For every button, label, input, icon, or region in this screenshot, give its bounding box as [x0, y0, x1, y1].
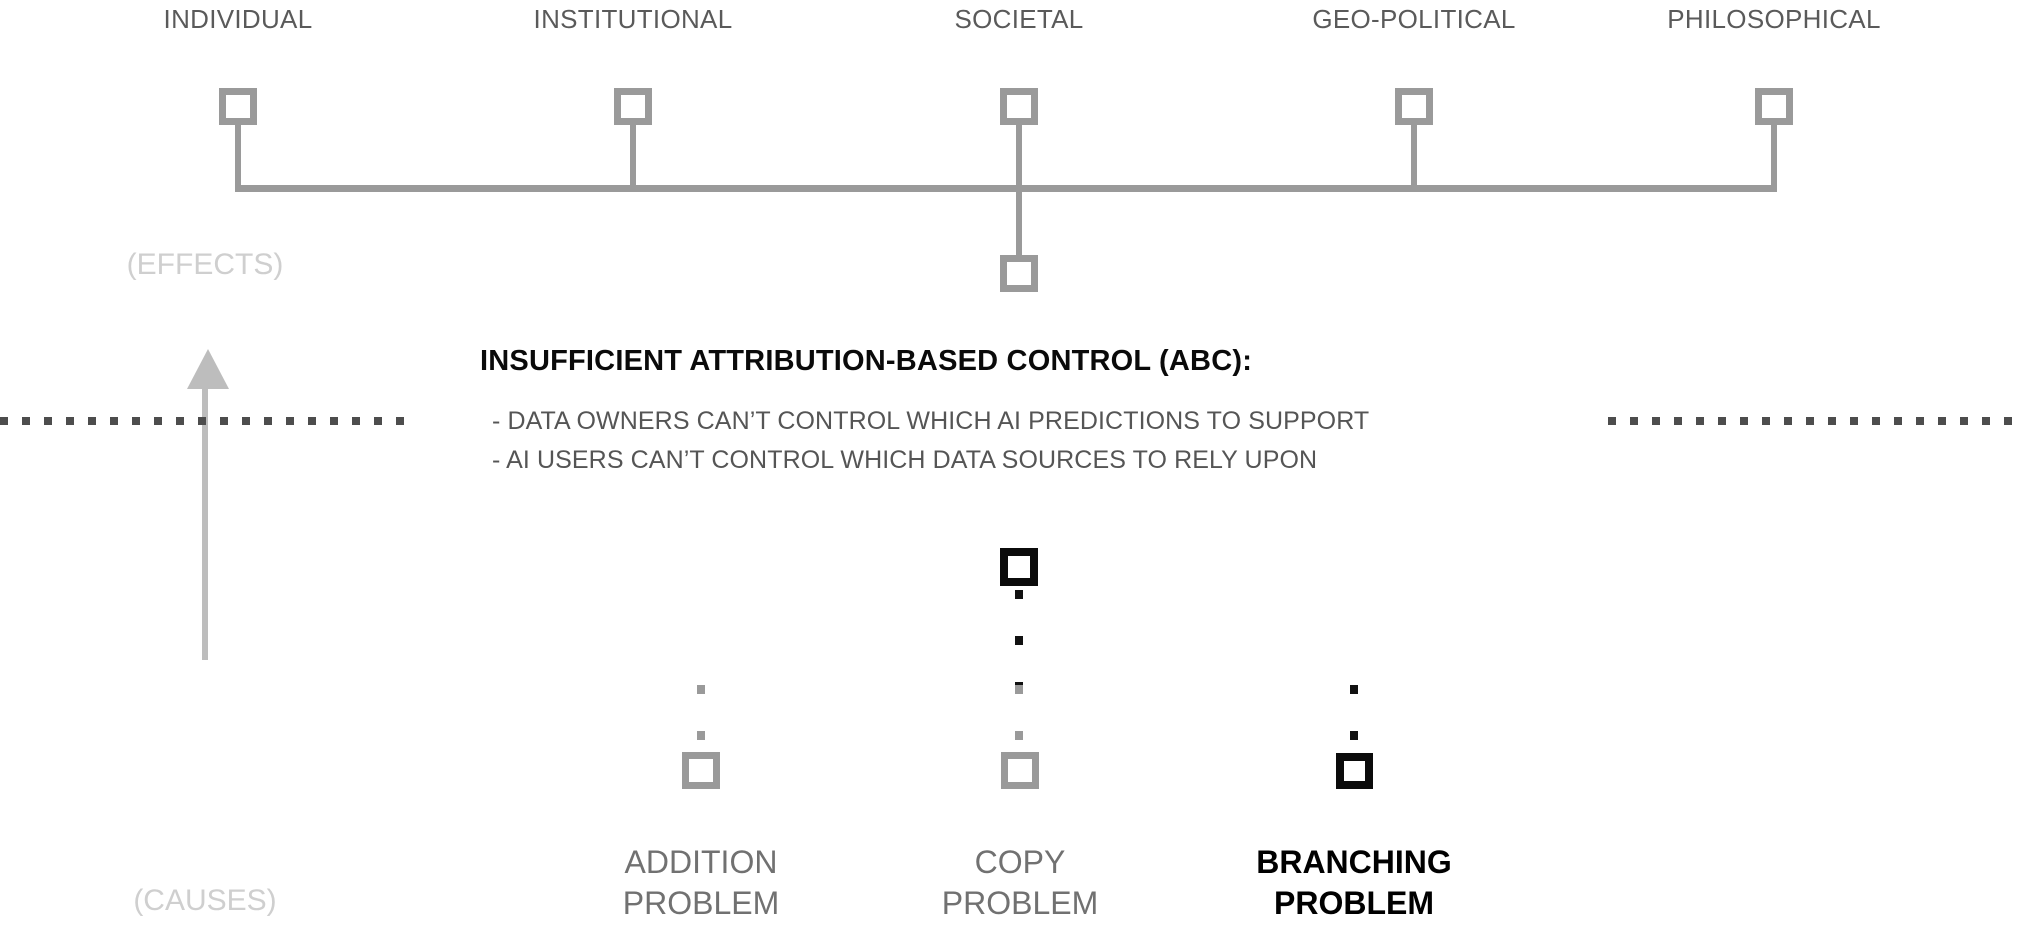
caption-addition-line-1: ADDITION [624, 844, 778, 880]
level-label-geo-political: GEO-POLITICAL [1312, 4, 1516, 34]
connector-geo-political-drop [1411, 118, 1417, 190]
node-branching-problem[interactable] [1336, 753, 1373, 789]
level-label-philosophical: PHILOSOPHICAL [1667, 4, 1881, 34]
caption-branching-line-1: BRANCHING [1256, 844, 1452, 880]
connector-individual-drop [235, 118, 241, 190]
abc-bullet-1: - DATA OWNERS CAN’T CONTROL WHICH AI PRE… [492, 407, 1370, 435]
abc-bullet-2: - AI USERS CAN’T CONTROL WHICH DATA SOUR… [492, 446, 1318, 474]
divider-dotted-left [0, 417, 412, 425]
axis-caption-effects: (EFFECTS) [126, 248, 284, 281]
connector-philosophical-drop [1771, 118, 1777, 190]
node-societal[interactable] [1000, 88, 1038, 125]
connector-institutional-drop [630, 118, 636, 190]
level-label-individual: INDIVIDUAL [163, 4, 313, 34]
caption-copy-line-1: COPY [974, 844, 1066, 880]
node-addition-problem[interactable] [682, 752, 720, 789]
connector-branching-dots [1350, 685, 1358, 755]
caption-branching-problem: BRANCHING PROBLEM [1256, 842, 1452, 924]
connector-effects-bus [235, 185, 1777, 192]
node-individual[interactable] [219, 88, 257, 125]
node-geo-political[interactable] [1395, 88, 1433, 125]
level-label-societal: SOCIETAL [954, 4, 1084, 34]
level-label-institutional: INSTITUTIONAL [533, 4, 733, 34]
axis-caption-causes: (CAUSES) [133, 884, 277, 917]
caption-branching-line-2: PROBLEM [1273, 884, 1434, 921]
node-institutional[interactable] [614, 88, 652, 125]
causes-to-effects-arrow-shaft [202, 386, 208, 660]
connector-copy-dots [1015, 685, 1023, 755]
caption-copy-problem: COPY PROBLEM [942, 842, 1098, 924]
connector-addition-dots [697, 685, 705, 755]
node-copy-upper[interactable] [1000, 548, 1038, 586]
node-copy-problem[interactable] [1001, 752, 1039, 789]
node-philosophical[interactable] [1755, 88, 1793, 125]
caption-copy-line-2: PROBLEM [941, 884, 1099, 921]
abc-title: INSUFFICIENT ATTRIBUTION-BASED CONTROL (… [480, 345, 1253, 377]
divider-dotted-right [1608, 417, 2024, 425]
node-societal-secondary[interactable] [1000, 255, 1038, 292]
arrow-up-icon [187, 349, 229, 389]
caption-addition-line-2: PROBLEM [622, 884, 780, 921]
connector-copy-upper-dots [1015, 590, 1023, 687]
caption-addition-problem: ADDITION PROBLEM [623, 842, 779, 924]
